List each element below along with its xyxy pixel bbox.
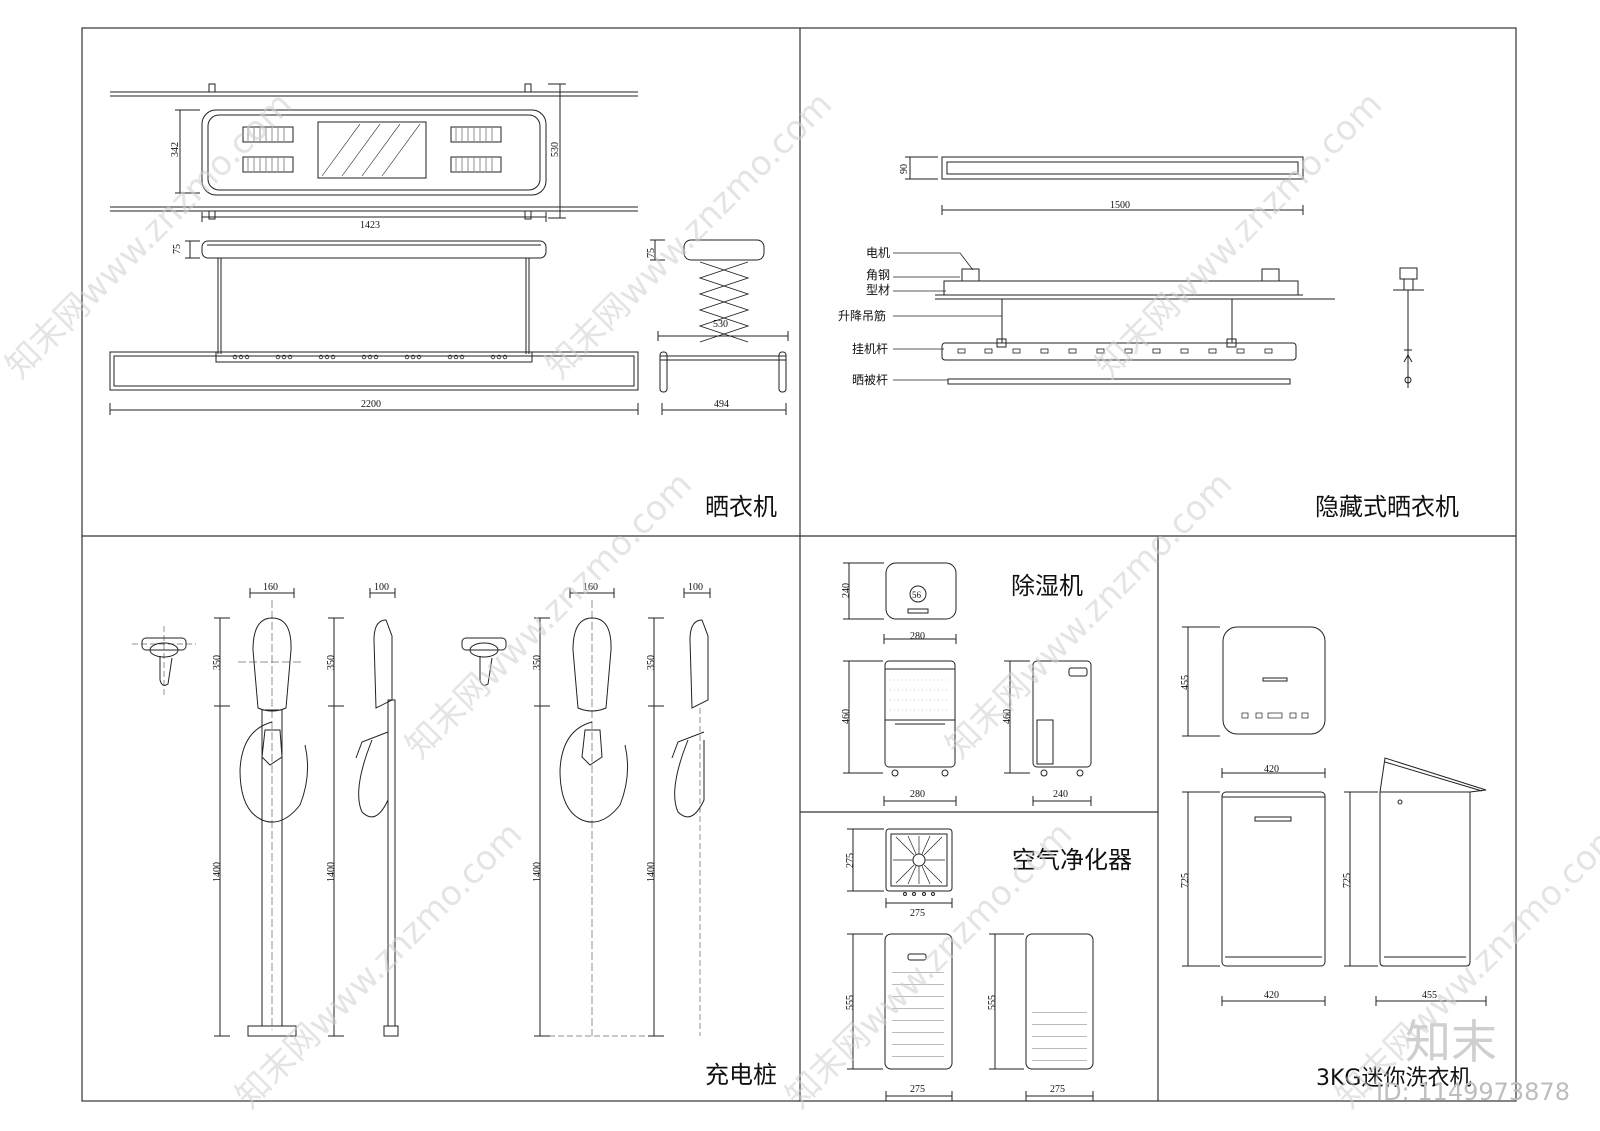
dim-2200: 2200 [361, 399, 381, 410]
hidden-dryer-panel [893, 156, 1424, 388]
dim-460-a: 460 [841, 709, 852, 724]
dim-1400-d: 1400 [646, 862, 657, 882]
dim-240-w: 240 [1053, 789, 1068, 800]
watermark-logo: 知末 [1405, 1015, 1497, 1069]
clothes-dryer-panel [109, 83, 789, 415]
label-lift-rod: 升降吊筋 [838, 308, 886, 323]
dim-75-side: 75 [646, 248, 657, 258]
air-purifier-title: 空气净化器 [1012, 846, 1132, 874]
mini-washer-title: 3KG迷你洗衣机 [1316, 1066, 1471, 1091]
dim-1400-a: 1400 [212, 862, 223, 882]
dim-350-b: 350 [326, 655, 337, 670]
dim-275-top: 275 [910, 908, 925, 919]
label-profile: 型材 [866, 283, 890, 297]
label-quilt-bar: 晒被杆 [852, 373, 888, 387]
dim-350-d: 350 [646, 655, 657, 670]
dim-1400-c: 1400 [532, 862, 543, 882]
dim-342: 342 [170, 142, 181, 157]
clothes-dryer-title: 晒衣机 [705, 493, 777, 521]
watermark-text-3: 知末网www.znzmo.com [1088, 84, 1390, 386]
dim-90: 90 [899, 164, 910, 174]
label-motor: 电机 [866, 246, 890, 260]
label-hang-bar: 挂机杆 [852, 342, 888, 356]
dehumidifier-panel [843, 562, 1092, 806]
dim-160-b: 160 [583, 582, 598, 593]
dim-275-bottom-a: 275 [910, 1084, 925, 1095]
dim-420-bottom: 420 [1264, 990, 1279, 1001]
label-angle-steel: 角钢 [866, 268, 890, 282]
watermark-id: ID: 1149973878 [1376, 1078, 1570, 1106]
dim-530-horizontal: 530 [713, 319, 728, 330]
dim-420-top: 420 [1264, 764, 1279, 775]
dim-1400-b: 1400 [326, 862, 337, 882]
dim-100-b: 100 [688, 582, 703, 593]
dim-280-top: 280 [910, 631, 925, 642]
dim-460-b: 460 [1002, 709, 1013, 724]
dim-280-bottom: 280 [910, 789, 925, 800]
dim-725-b: 725 [1342, 873, 1353, 888]
dim-160-a: 160 [263, 582, 278, 593]
dim-455-h: 455 [1180, 675, 1191, 690]
dim-455-w: 455 [1422, 990, 1437, 1001]
dim-100-a: 100 [374, 582, 389, 593]
watermark-text-2: 知末网www.znzmo.com [538, 84, 840, 386]
dim-555-b: 555 [987, 995, 998, 1010]
dim-350-a: 350 [212, 655, 223, 670]
charger-panel [132, 588, 711, 1037]
dehumidifier-display-value: 56 [912, 590, 922, 600]
dim-75-front: 75 [172, 244, 183, 254]
dim-275-h: 275 [845, 853, 856, 868]
dim-555-a: 555 [845, 995, 856, 1010]
dim-530-vertical: 530 [550, 142, 561, 157]
hidden-dryer-title: 隐藏式晒衣机 [1315, 493, 1459, 521]
air-purifier-panel [847, 828, 1094, 1101]
charger-title: 充电桩 [705, 1061, 777, 1089]
dim-240-h: 240 [841, 583, 852, 598]
watermark-text-6: 知末网www.znzmo.com [228, 814, 530, 1116]
dim-725-a: 725 [1180, 873, 1191, 888]
dim-494: 494 [714, 399, 729, 410]
dim-1500: 1500 [1110, 200, 1130, 211]
dim-1423: 1423 [360, 220, 380, 231]
mini-washer-panel [1182, 626, 1487, 1006]
dim-350-c: 350 [532, 655, 543, 670]
dim-275-bottom-b: 275 [1050, 1084, 1065, 1095]
watermark-text-1: 知末网www.znzmo.com [0, 84, 300, 386]
watermark-text-4: 知末网www.znzmo.com [398, 464, 700, 766]
dehumidifier-title: 除湿机 [1011, 572, 1083, 600]
watermark-text-5: 知末网www.znzmo.com [938, 464, 1240, 766]
sheet-frame [81, 27, 1517, 1102]
